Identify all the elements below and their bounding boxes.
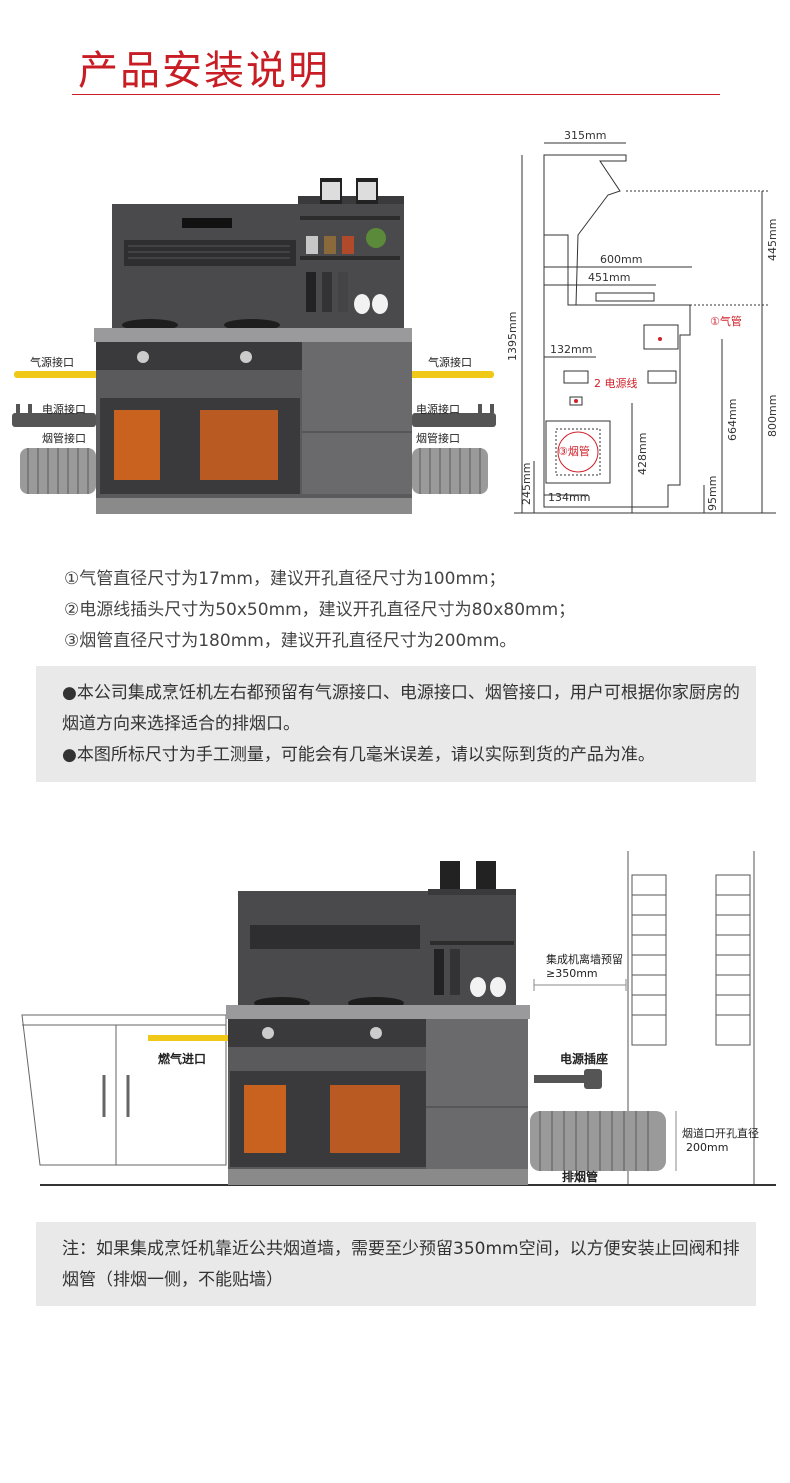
oven-window-left bbox=[114, 410, 160, 480]
dim-445: 445mm bbox=[766, 219, 779, 261]
flue-interface-label-right: 烟管接口 bbox=[416, 431, 460, 445]
dim-132: 132mm bbox=[550, 343, 592, 356]
left-cabinet bbox=[21, 1014, 227, 1166]
power-interface-label-left: 电源接口 bbox=[42, 402, 86, 416]
page-title: 产品安装说明 bbox=[78, 48, 330, 94]
dim-600: 600mm bbox=[600, 253, 642, 266]
spec-power: ②电源线插头尺寸为50x50mm，建议开孔直径尺寸为80x80mm； bbox=[64, 600, 576, 620]
callout-gas-pipe: ①气管 bbox=[710, 314, 742, 328]
dim-800: 800mm bbox=[766, 395, 779, 437]
spec-flue: ③烟管直径尺寸为180mm，建议开孔直径尺寸为200mm。 bbox=[64, 631, 517, 651]
wall-clearance-label: 集成机离墙预留 bbox=[546, 952, 623, 966]
dim-134: 134mm bbox=[548, 491, 590, 504]
gas-interface-label-left: 气源接口 bbox=[30, 355, 74, 369]
title-divider bbox=[72, 94, 720, 95]
notice-measurement: ●本图所标尺寸为手工测量，可能会有几毫米误差，请以实际到货的产品为准。 bbox=[62, 745, 655, 765]
notice-interfaces: ●本公司集成烹饪机左右都预留有气源接口、电源接口、烟管接口，用户可根据你家厨房的… bbox=[62, 683, 740, 734]
power-plug-left bbox=[12, 404, 96, 427]
exhaust-pipe bbox=[530, 1111, 666, 1171]
notice-box: ●本公司集成烹饪机左右都预留有气源接口、电源接口、烟管接口，用户可根据你家厨房的… bbox=[36, 666, 756, 782]
callout-flue-pipe: ③烟管 bbox=[558, 444, 590, 458]
flue-pipe-right bbox=[412, 448, 488, 494]
flue-wall bbox=[627, 851, 755, 1185]
footnote-box: 注：如果集成烹饪机靠近公共烟道墙，需要至少预留350mm空间，以方便安装止回阀和… bbox=[36, 1222, 756, 1306]
decor-vases bbox=[320, 178, 378, 204]
dim-664: 664mm bbox=[726, 399, 739, 441]
dim-1395: 1395mm bbox=[506, 312, 519, 361]
flue-pipe-left bbox=[20, 448, 96, 494]
oven-window-right bbox=[200, 410, 278, 480]
flue-hole-label: 烟道口开孔直径 bbox=[682, 1126, 759, 1140]
footnote-text: 注：如果集成烹饪机靠近公共烟道墙，需要至少预留350mm空间，以方便安装止回阀和… bbox=[62, 1239, 740, 1290]
spice-jars bbox=[306, 228, 386, 254]
exhaust-pipe-label: 排烟管 bbox=[562, 1169, 598, 1184]
dim-245: 245mm bbox=[520, 463, 533, 505]
gas-inlet-pipe bbox=[148, 1035, 228, 1041]
spec-notes: ①气管直径尺寸为17mm，建议开孔直径尺寸为100mm； ②电源线插头尺寸为50… bbox=[64, 564, 575, 657]
dim-95: 95mm bbox=[706, 476, 719, 511]
side-dimension-diagram: 315mm 445mm 600mm 451mm 1395mm 132mm 664… bbox=[506, 129, 779, 514]
power-plug-right bbox=[412, 404, 496, 427]
dim-451: 451mm bbox=[588, 271, 630, 284]
cooker-unit bbox=[226, 861, 530, 1185]
gas-pipe-left bbox=[14, 371, 98, 378]
callout-power-cord: 2 电源线 bbox=[594, 376, 638, 390]
dim-428: 428mm bbox=[636, 433, 649, 475]
power-socket-label: 电源插座 bbox=[560, 1051, 608, 1066]
spec-gas: ①气管直径尺寸为17mm，建议开孔直径尺寸为100mm； bbox=[64, 569, 506, 589]
installation-scene-diagram: 燃气进口 集成机离墙预留 ≥350mm 电源插座 烟道口开孔直径 200mm 排… bbox=[21, 851, 776, 1186]
power-socket bbox=[534, 1069, 602, 1089]
flue-hole-value: 200mm bbox=[686, 1141, 728, 1154]
gas-interface-label-right: 气源接口 bbox=[428, 355, 472, 369]
power-interface-label-right: 电源接口 bbox=[416, 402, 460, 416]
gas-inlet-label: 燃气进口 bbox=[158, 1051, 206, 1066]
product-front-diagram: 气源接口 气源接口 电源接口 电源接口 烟管接口 烟管接口 bbox=[12, 178, 496, 514]
dim-315: 315mm bbox=[564, 129, 606, 142]
gas-pipe-right bbox=[410, 371, 494, 378]
bottles bbox=[306, 272, 388, 314]
flue-interface-label-left: 烟管接口 bbox=[42, 431, 86, 445]
wall-clearance-value: ≥350mm bbox=[546, 967, 598, 980]
